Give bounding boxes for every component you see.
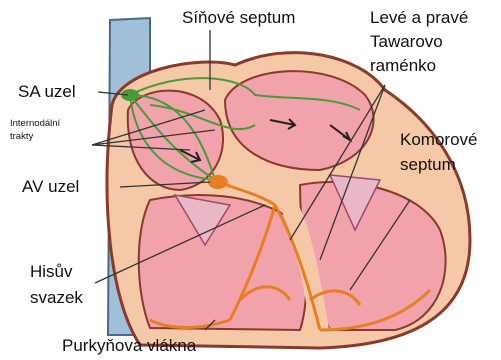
label-tawarovo: Tawarovo	[370, 32, 443, 52]
label-internodalni: Internodální	[10, 118, 60, 129]
label-septum: septum	[400, 155, 456, 175]
label-komorove: Komorové	[400, 130, 477, 150]
label-trakty: trakty	[10, 131, 33, 142]
label-sinove-septum: Síňové septum	[182, 8, 295, 28]
label-purkynova-vlakna: Purkyňova vlákna	[62, 336, 196, 356]
label-hisuv: Hisův	[30, 262, 73, 282]
label-leve-prave: Levé a pravé	[370, 8, 468, 28]
label-svazek: svazek	[30, 288, 83, 308]
label-sa-uzel: SA uzel	[18, 82, 76, 102]
label-av-uzel: AV uzel	[22, 177, 79, 197]
label-ramenko: raménko	[370, 56, 436, 76]
